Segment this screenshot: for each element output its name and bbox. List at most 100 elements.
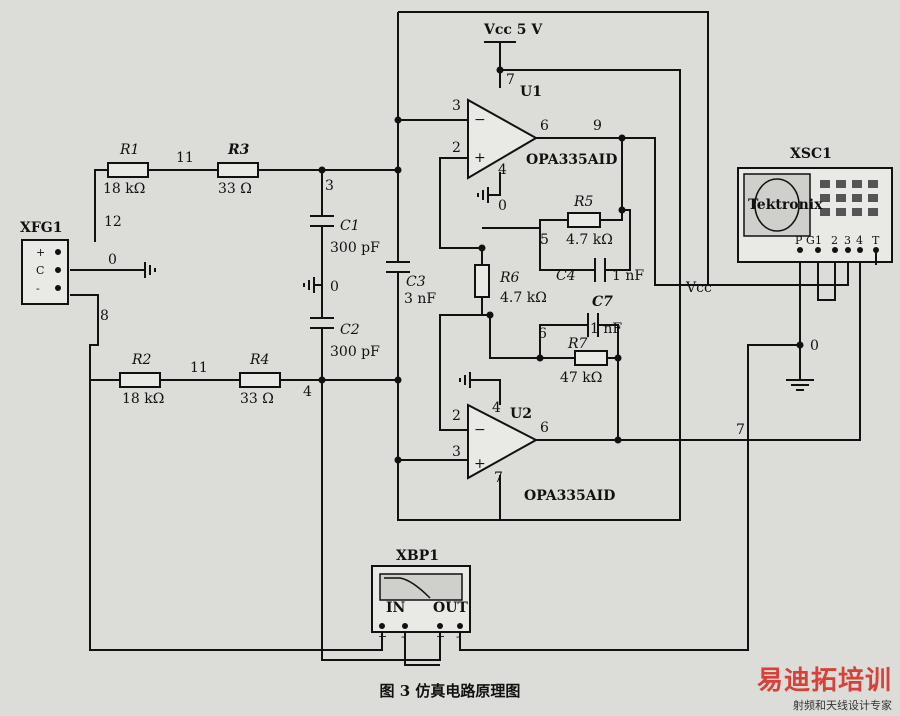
vcc-label: Vcc 5 V (483, 22, 543, 38)
node-8: 8 (100, 308, 109, 324)
scope-pin-p: P (795, 234, 803, 247)
bode-out-label: OUT (433, 600, 468, 616)
resistor-r3 (217, 162, 259, 178)
r3-value: 33 Ω (218, 181, 252, 197)
u2-pin-vplus: 7 (494, 470, 503, 486)
node-0-scope: 0 (810, 338, 819, 354)
u2-pin-vminus: 4 (492, 400, 501, 416)
u1-pin-inv: 3 (452, 98, 461, 114)
node-0-mid: 0 (330, 279, 339, 295)
capacitor-c3 (386, 261, 410, 273)
u1-part: OPA335AID (526, 152, 617, 168)
component-labels: R1 18 kΩ R3 33 Ω R2 18 kΩ R4 33 Ω R5 4.7… (20, 22, 880, 643)
capacitor-c2 (310, 317, 334, 329)
capacitor-c4 (594, 258, 606, 282)
svg-text:−: − (474, 112, 486, 128)
r6-ref: R6 (499, 270, 520, 286)
r1-ref: R1 (119, 142, 139, 158)
u1-pin-vminus: 4 (498, 162, 507, 178)
fg-pin-common: C (36, 264, 44, 277)
u2-part: OPA335AID (524, 488, 615, 504)
oscilloscope-xsc1[interactable] (737, 167, 893, 265)
resistor-r6 (474, 264, 490, 298)
c2-value: 300 pF (330, 344, 380, 360)
xsc1-name: XSC1 (790, 146, 832, 162)
svg-text:−: − (474, 422, 486, 438)
r4-ref: R4 (249, 352, 269, 368)
bode-pin-3: + (436, 630, 445, 643)
node-3: 3 (325, 178, 334, 194)
node-9: 9 (593, 118, 602, 134)
scope-pin-3: 3 (844, 234, 851, 247)
c4-value: 1 nF (612, 268, 644, 284)
scope-pin-1: 1 (815, 234, 822, 247)
node-11-bottom: 11 (190, 360, 208, 376)
c3-ref: C3 (406, 274, 426, 290)
ground-icon (477, 187, 489, 203)
capacitor-c7 (587, 313, 599, 337)
r3-ref: R3 (227, 142, 250, 158)
ground-icon (786, 379, 814, 391)
c3-value: 3 nF (404, 291, 436, 307)
watermark-sub: 射频和天线设计专家 (793, 699, 892, 712)
resistor-r4 (239, 372, 281, 388)
scope-brand: Tektronix (748, 197, 823, 213)
u1-ref: U1 (520, 84, 542, 100)
r1-value: 18 kΩ (103, 181, 145, 197)
r2-ref: R2 (131, 352, 152, 368)
scope-pin-g: G (806, 234, 815, 247)
node-labels: 11 11 12 8 0 3 0 4 9 5 6 0 7 0 (100, 118, 819, 438)
function-generator-xfg1[interactable]: + C - (21, 239, 69, 305)
u1-pin-noninv: 2 (452, 140, 461, 156)
bode-pin-4: - (456, 630, 460, 643)
u2-pin-inv: 2 (452, 408, 461, 424)
scope-pin-t: T (872, 234, 880, 247)
watermark-main: 易迪拓培训 (756, 666, 892, 696)
c4-ref: C4 (556, 268, 576, 284)
scope-pin-4: 4 (856, 234, 863, 247)
r4-value: 33 Ω (240, 391, 274, 407)
fg-pin-plus: + (36, 246, 45, 259)
u2-ref: U2 (510, 406, 532, 422)
r7-value: 47 kΩ (560, 370, 602, 386)
ground-icon (303, 277, 315, 293)
svg-text:+: + (474, 456, 486, 472)
ground-icon (144, 262, 156, 278)
bode-pin-1: + (378, 630, 387, 643)
node-0-u1: 0 (498, 198, 507, 214)
c1-ref: C1 (340, 218, 360, 234)
c2-ref: C2 (340, 322, 360, 338)
bode-plotter-xbp1[interactable] (371, 565, 471, 633)
junction-dots (318, 66, 804, 464)
resistor-r7 (574, 350, 608, 366)
svg-text:+: + (474, 150, 486, 166)
r6-value: 4.7 kΩ (500, 290, 547, 306)
opamp-u2: − + (467, 403, 539, 480)
c7-ref: C7 (592, 294, 613, 310)
capacitor-c1 (310, 215, 334, 227)
ground-icon (459, 372, 471, 388)
xbp1-name: XBP1 (396, 548, 439, 564)
node-5: 5 (540, 232, 549, 248)
scope-buttons (820, 180, 878, 216)
fg-pin-minus: - (36, 282, 40, 295)
c7-value: 1 nF (590, 321, 622, 337)
resistor-r1 (107, 162, 149, 178)
bode-in-label: IN (386, 600, 406, 616)
xfg1-name: XFG1 (20, 220, 63, 236)
r5-ref: R5 (573, 194, 594, 210)
node-0-fg: 0 (108, 252, 117, 268)
node-6: 6 (538, 326, 547, 342)
bode-pin-2: - (401, 630, 405, 643)
vcc-tap-label: Vcc (685, 280, 712, 296)
figure-caption: 图 3 仿真电路原理图 (379, 682, 521, 700)
opamp-u1: − + (467, 98, 539, 180)
node-11-top: 11 (176, 150, 194, 166)
u1-pin-vplus: 7 (506, 72, 515, 88)
c1-value: 300 pF (330, 240, 380, 256)
r7-ref: R7 (567, 336, 588, 352)
r2-value: 18 kΩ (122, 391, 164, 407)
u2-pin-out: 6 (540, 420, 549, 436)
